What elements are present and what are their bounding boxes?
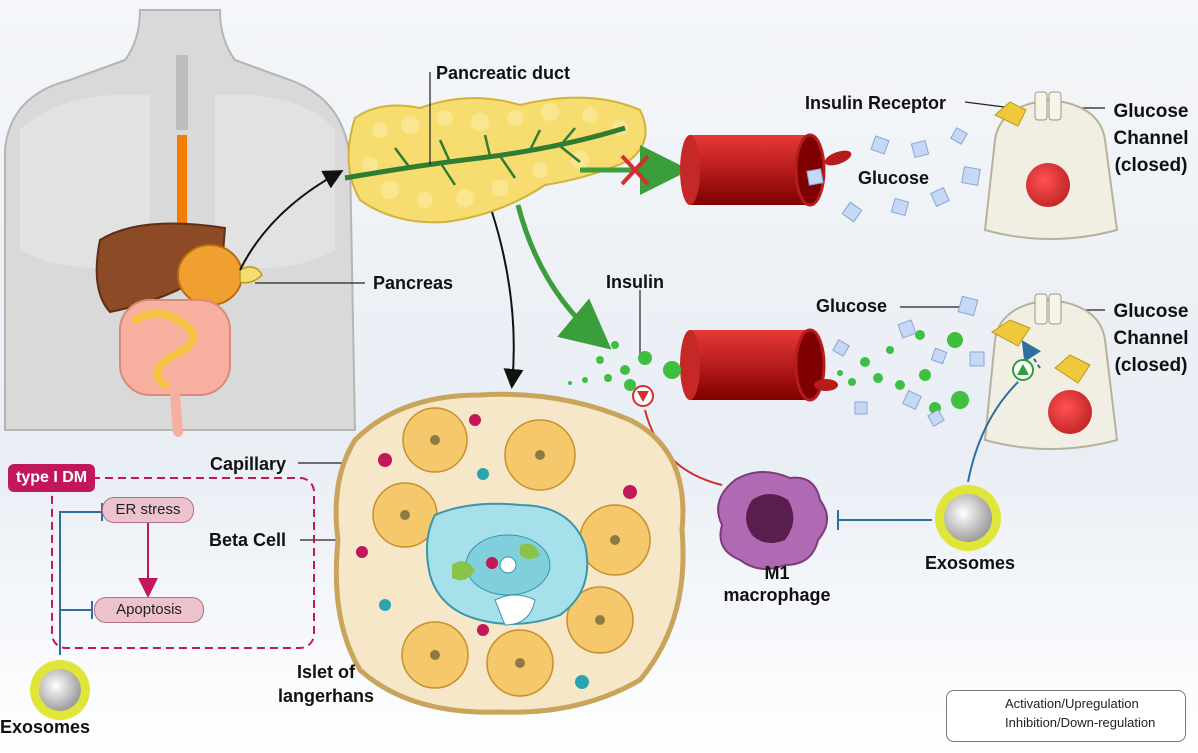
m1-macrophage-label: M1 macrophage — [723, 563, 831, 605]
liver-to-pancreas-arrow — [239, 170, 344, 271]
type1dm-tag: type I DM — [8, 464, 96, 492]
glucose-channel-label-bottom: Glucose Channel (closed) — [1113, 301, 1189, 376]
exosome-right-icon — [935, 485, 1001, 551]
pancreas-label: Pancreas — [373, 273, 454, 293]
exosome-left-icon — [30, 660, 90, 720]
capillary-dots-red — [356, 414, 637, 636]
legend-box: Activation/Upregulation Inhibition/Down-… — [946, 690, 1186, 742]
human-body-illustration — [4, 9, 357, 437]
legend-activation-label: Activation/Upregulation — [1005, 696, 1139, 711]
capillary-dots-teal — [379, 468, 589, 689]
er-stress-box: ER stress — [102, 497, 194, 523]
beta-cell-label: Beta Cell — [209, 530, 287, 550]
islet-of-langerhans-label: Islet of langerhans — [277, 662, 375, 706]
insulin-label: Insulin — [606, 272, 664, 292]
glucose-molecules-top — [806, 127, 981, 223]
target-cell-top — [983, 91, 1119, 240]
blood-vessel-bottom — [680, 328, 838, 402]
pancreas-to-islet-arrow — [491, 211, 524, 389]
exosomes-label-left: Exosomes — [0, 717, 91, 737]
m1-macrophage-icon — [717, 471, 828, 570]
apoptosis-box: Apoptosis — [94, 597, 204, 623]
target-cell-bottom — [983, 293, 1119, 450]
glucose-molecules-bottom — [832, 295, 985, 427]
acinar-nuclei — [400, 435, 620, 668]
blood-vessel-top — [680, 133, 852, 207]
pancreas-illustration — [344, 96, 647, 224]
islet-of-langerhans-illustration — [333, 391, 686, 715]
insulin-release-arrow — [515, 204, 612, 350]
insulin-receptor-label: Insulin Receptor — [805, 93, 947, 113]
block-cross-icon — [620, 154, 650, 186]
capillary-label: Capillary — [210, 454, 287, 474]
glucose-channel-label-top: Glucose Channel (closed) — [1113, 101, 1189, 176]
activation-marker — [1012, 359, 1034, 381]
insulin-molecules — [568, 330, 969, 414]
glucose-label-top: Glucose — [858, 168, 930, 188]
legend-inhibition-label: Inhibition/Down-regulation — [1005, 715, 1156, 730]
inhibition-marker — [632, 385, 654, 407]
exosome-inhibits-macrophage — [837, 510, 932, 530]
pancreatic-duct-label: Pancreatic duct — [436, 63, 571, 83]
exosome-to-cell-arrow — [967, 381, 1019, 483]
glucose-label-bottom: Glucose — [816, 296, 888, 316]
exosomes-label-right: Exosomes — [925, 553, 1016, 573]
